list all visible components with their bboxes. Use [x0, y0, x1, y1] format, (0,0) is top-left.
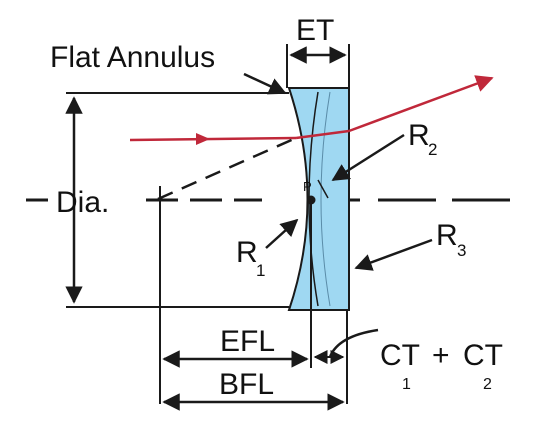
- r1-leader: [265, 218, 299, 249]
- ct-plus: +: [432, 339, 450, 372]
- efl-label: EFL: [220, 325, 275, 358]
- ct1-label: CT: [380, 339, 420, 372]
- r3-leader: [354, 238, 433, 271]
- lens-body: [287, 87, 350, 311]
- flat-annulus-leader: [243, 72, 287, 95]
- lens-inner-line: [320, 91, 331, 307]
- r2-leader: [331, 133, 405, 182]
- ray-inside-lens: [295, 129, 350, 140]
- p-label: P: [303, 179, 312, 194]
- principal-point-dot: [306, 195, 316, 205]
- r1-subscript: 1: [256, 261, 265, 280]
- ct2-label: CT: [463, 339, 503, 372]
- outgoing-ray: [348, 75, 494, 133]
- ct-leader: [328, 328, 379, 358]
- r3-label: R: [436, 219, 458, 252]
- incoming-ray: [129, 136, 297, 142]
- r2-subscript: 2: [428, 140, 437, 159]
- ct1-subscript: 1: [402, 376, 411, 393]
- dia-label: Dia.: [56, 186, 109, 219]
- r2-curve-mark: [317, 179, 329, 199]
- virtual-ray-extension: [157, 136, 297, 201]
- et-label: ET: [296, 14, 334, 47]
- r1-label: R: [236, 236, 258, 269]
- flat-annulus-label: Flat Annulus: [50, 41, 215, 74]
- bfl-label: BFL: [219, 368, 274, 401]
- r2-label: R: [408, 119, 430, 152]
- r3-subscript: 3: [457, 241, 466, 260]
- ct2-subscript: 2: [483, 376, 492, 393]
- incoming-ray-arrow: [196, 133, 210, 145]
